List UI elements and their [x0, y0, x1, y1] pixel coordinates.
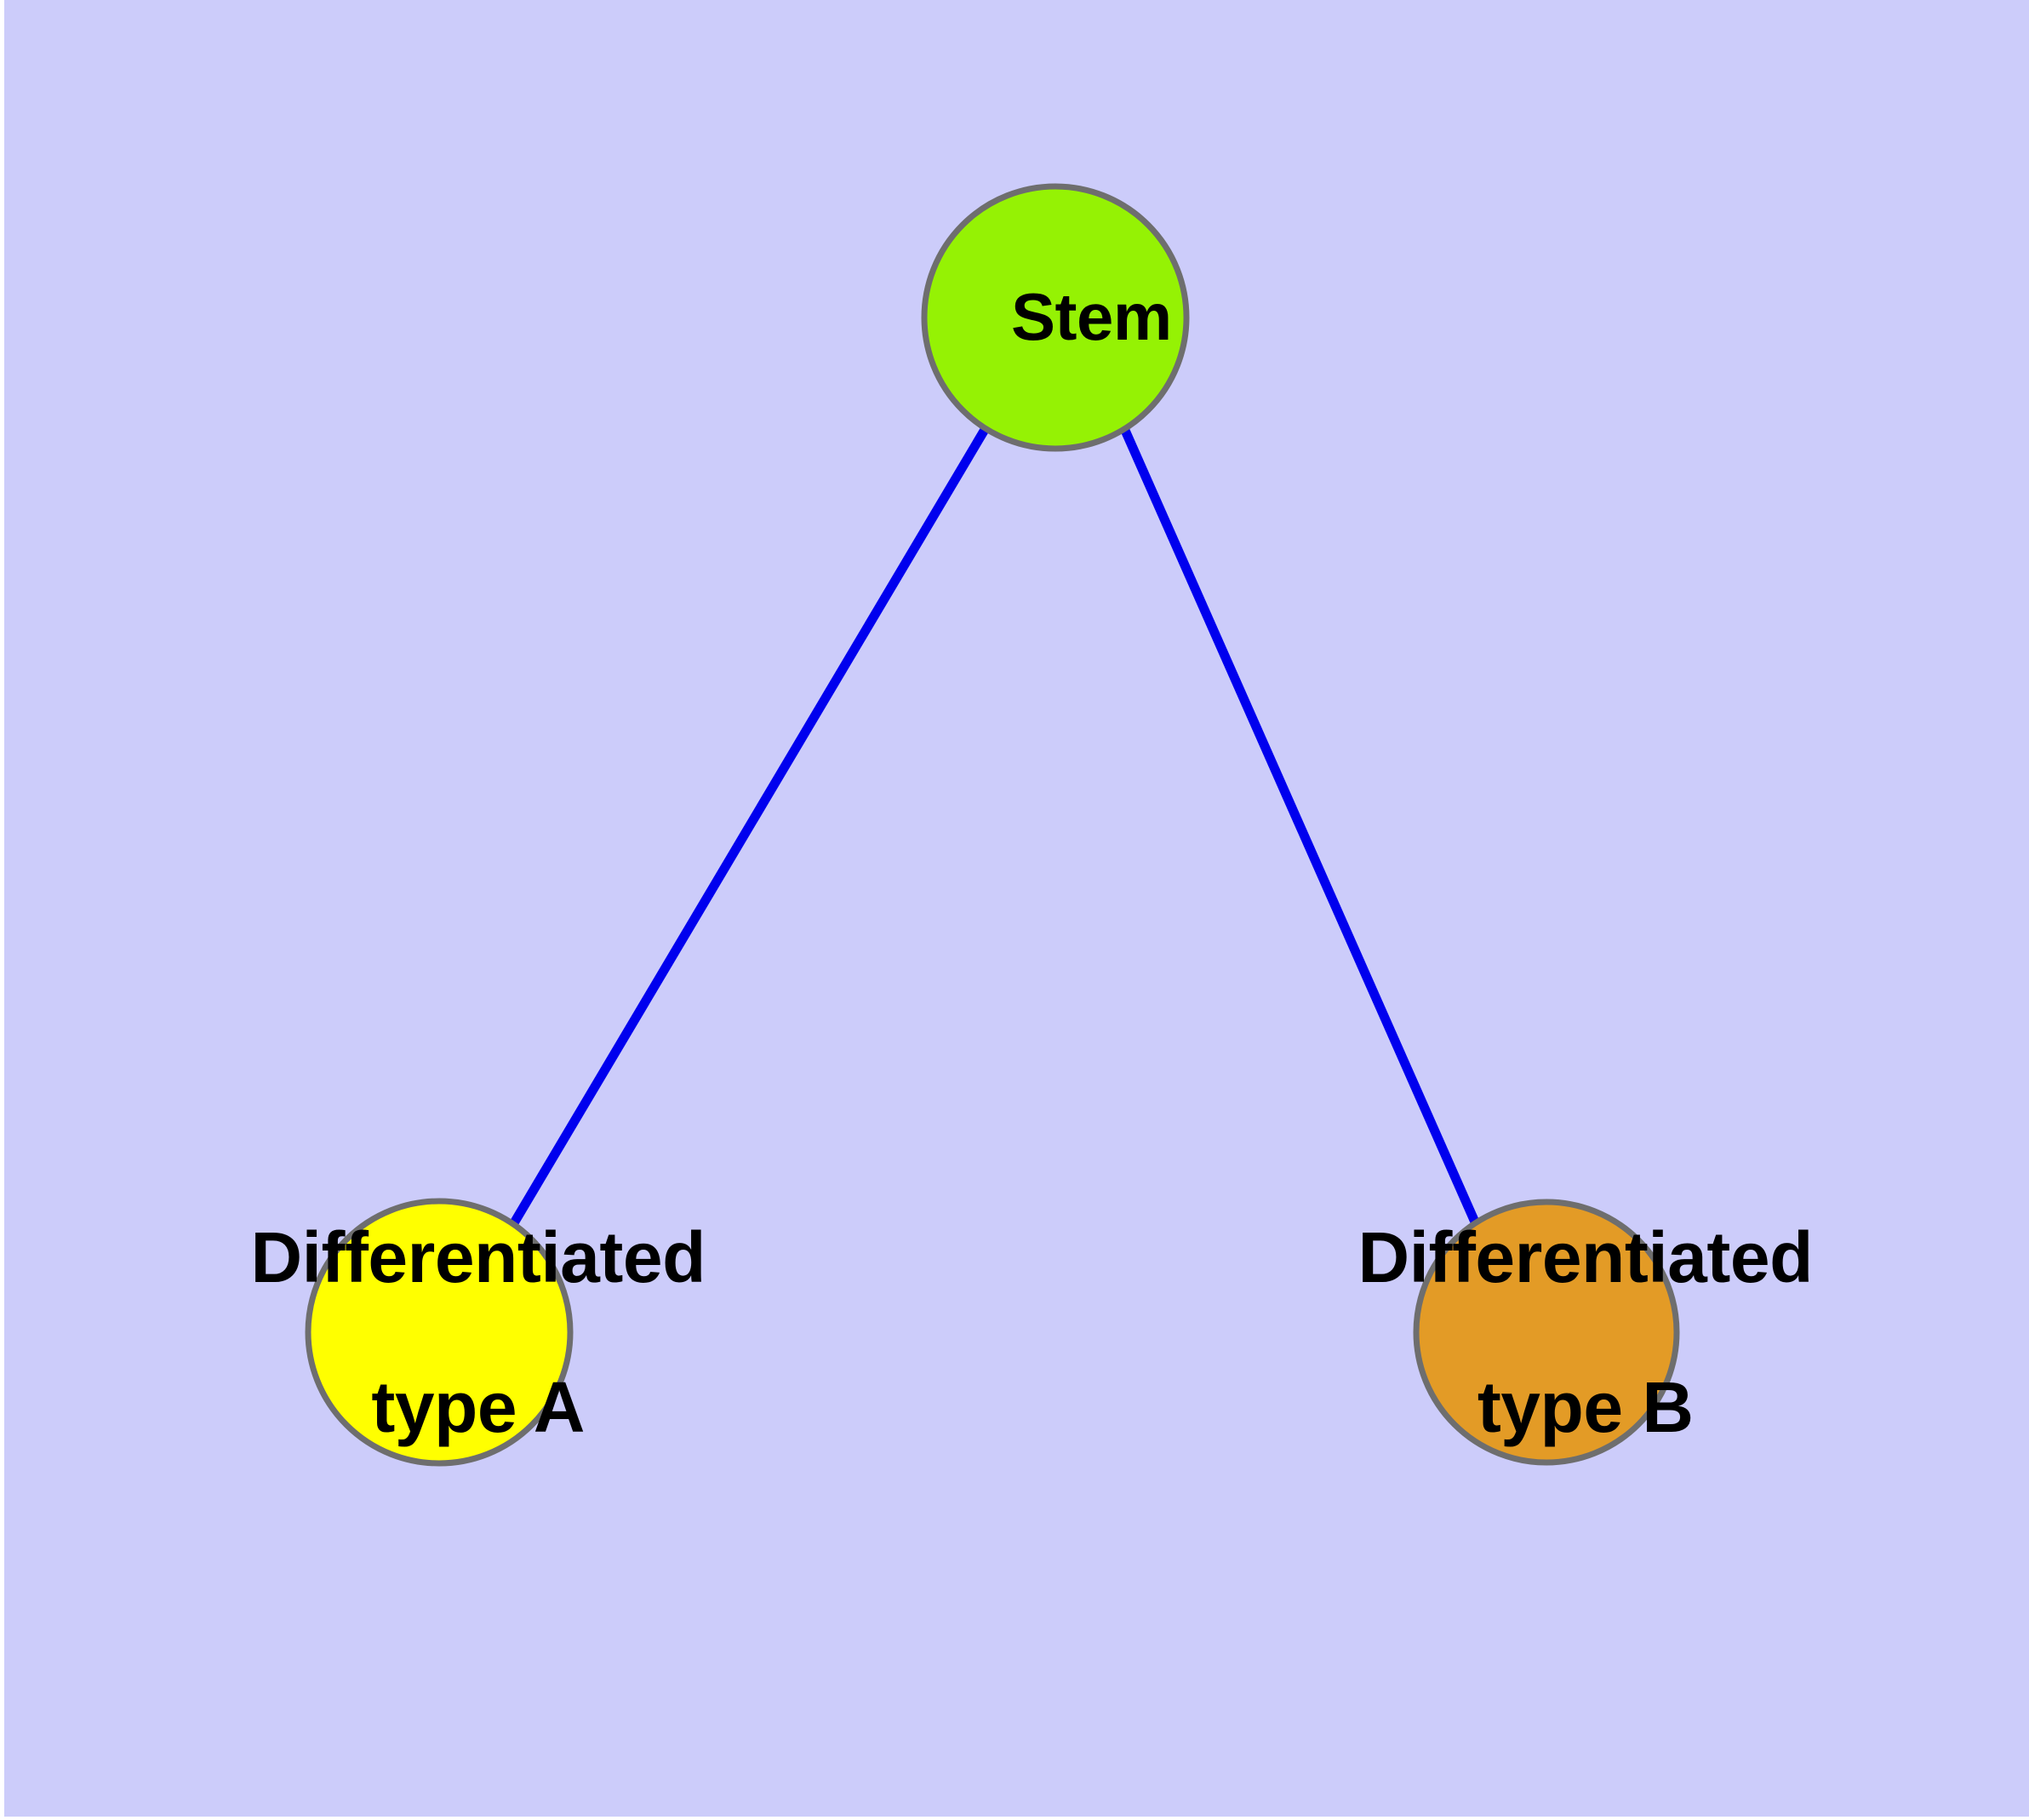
- edge-stem-to-diff-a[interactable]: [508, 426, 990, 1228]
- edge-stem-to-diff-b[interactable]: [1118, 424, 1482, 1228]
- node-circle-stem[interactable]: [921, 183, 1190, 452]
- edge-layer: [508, 424, 1482, 1228]
- node-circle-diff-b[interactable]: [1413, 1199, 1680, 1466]
- node-layer: [305, 183, 1680, 1467]
- node-circle-diff-a[interactable]: [305, 1198, 574, 1467]
